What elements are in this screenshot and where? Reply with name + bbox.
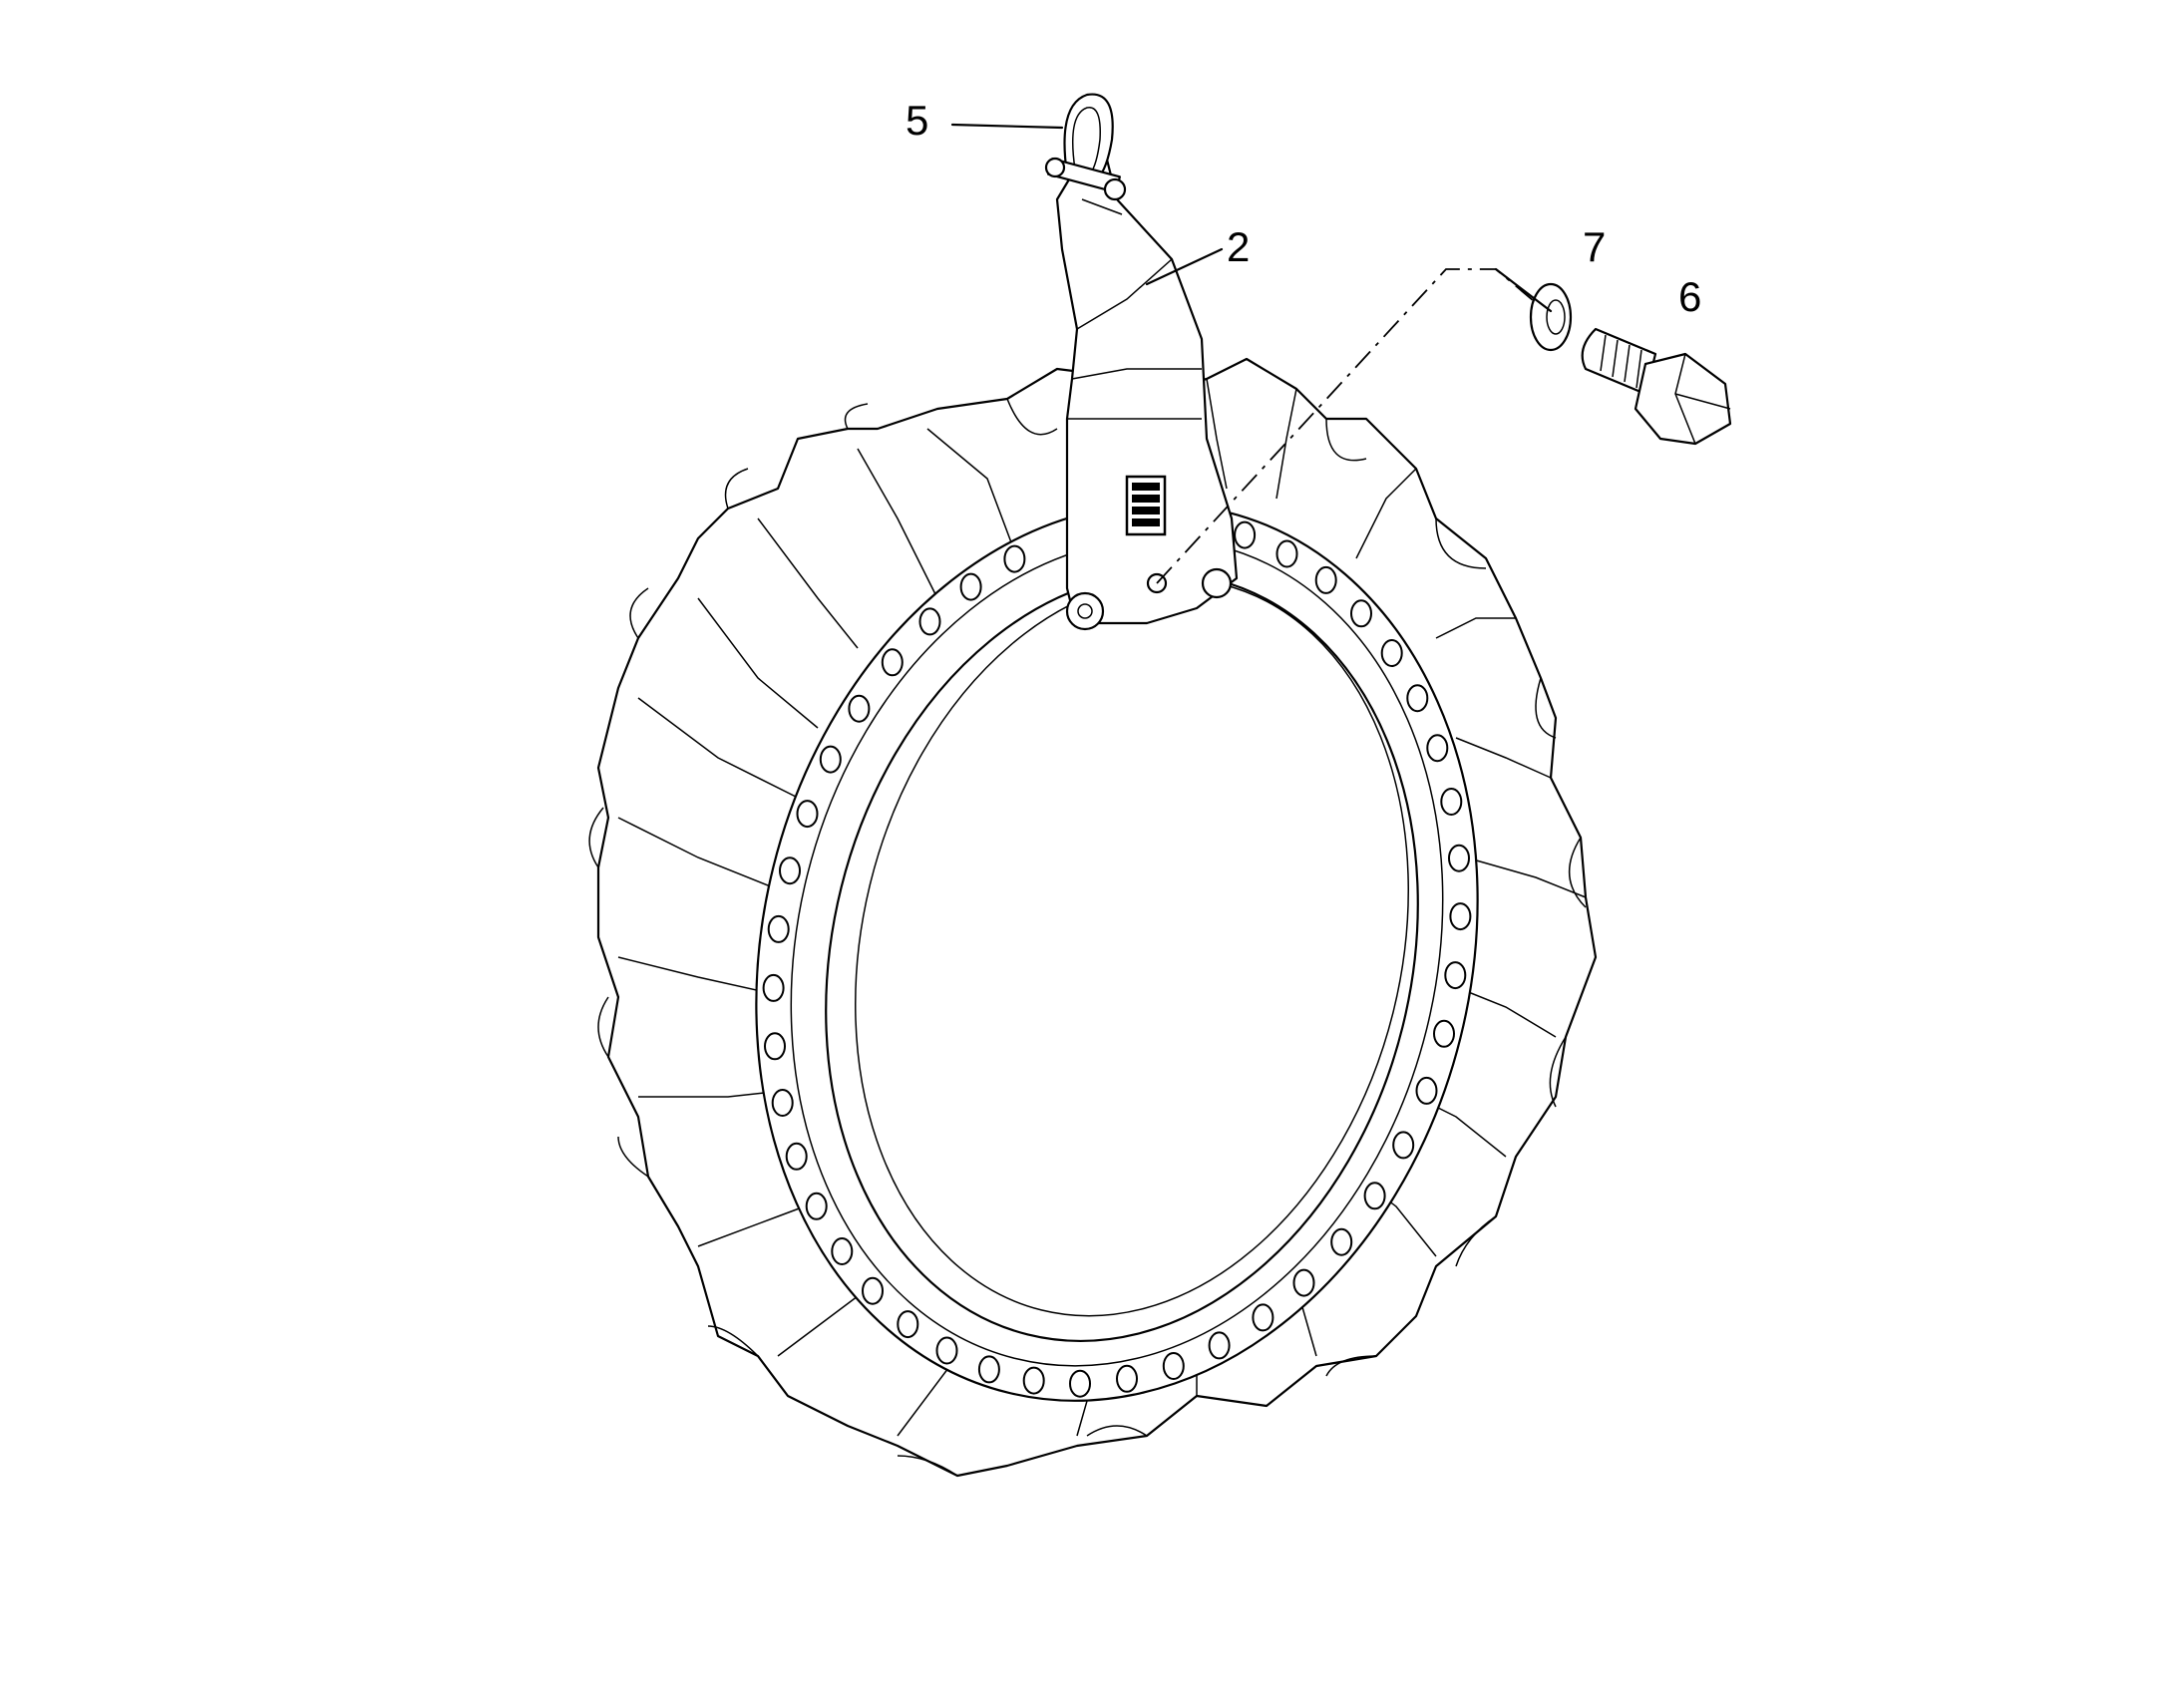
bolt-hole bbox=[977, 1355, 1000, 1384]
callout-6: 6 bbox=[1678, 273, 1701, 320]
bolt-hole bbox=[918, 607, 941, 636]
bolt-hole bbox=[1275, 539, 1298, 568]
bolt bbox=[1581, 327, 1732, 446]
bolt-hole bbox=[1234, 520, 1257, 549]
callout-5: 5 bbox=[906, 97, 928, 144]
leader-5 bbox=[950, 123, 1064, 130]
bolt-hole bbox=[1448, 844, 1470, 872]
shackle bbox=[1044, 93, 1127, 201]
bolt-hex-head bbox=[1634, 352, 1732, 446]
bolt-hole bbox=[1208, 1331, 1231, 1360]
bolt-hole bbox=[1440, 788, 1463, 816]
bolt-hole bbox=[831, 1237, 854, 1265]
bolt-hole bbox=[767, 914, 790, 943]
bolt-hole bbox=[1380, 639, 1403, 667]
bolt-hole bbox=[1116, 1364, 1138, 1393]
bolt-hole bbox=[771, 1089, 794, 1117]
bolt-hole bbox=[796, 800, 819, 829]
callout-7: 7 bbox=[1583, 223, 1606, 270]
lifting-bracket-plate bbox=[1055, 158, 1239, 625]
bolt-hole bbox=[1415, 1076, 1438, 1105]
bolt-hole bbox=[779, 856, 801, 885]
shackle-bow bbox=[1063, 93, 1114, 181]
bolt-hole bbox=[764, 1032, 786, 1061]
bolt-hole bbox=[1330, 1227, 1353, 1256]
sprocket-segment-ring bbox=[588, 357, 1598, 1478]
bolt-hole bbox=[1022, 1366, 1045, 1395]
bolt-hole bbox=[1449, 902, 1472, 931]
bolt-hole bbox=[1363, 1182, 1386, 1210]
bolt-hole bbox=[848, 694, 871, 723]
bolt-hole bbox=[1003, 544, 1026, 573]
bracket-pivot-pin bbox=[1065, 591, 1105, 631]
bolt-hole bbox=[862, 1276, 884, 1305]
bolt-hole bbox=[1162, 1352, 1185, 1380]
washer bbox=[1529, 282, 1573, 352]
bolt-hole bbox=[935, 1336, 958, 1365]
bolt-hole bbox=[1426, 734, 1449, 763]
bolt-hole bbox=[1252, 1303, 1274, 1332]
callout-leaders bbox=[950, 123, 1553, 313]
bolt-hole bbox=[1350, 599, 1372, 628]
bolt-hole bbox=[959, 572, 982, 601]
washer-body bbox=[1529, 282, 1573, 352]
bolt-hole bbox=[1444, 961, 1467, 990]
bolt-hole bbox=[785, 1142, 808, 1171]
assembly-centerline bbox=[1156, 268, 1547, 584]
bolt-hole bbox=[1406, 684, 1429, 713]
bolt-hole bbox=[762, 973, 785, 1002]
bolt-hole bbox=[1292, 1268, 1315, 1297]
bolt-hole bbox=[1392, 1131, 1415, 1160]
leader-2 bbox=[1145, 247, 1224, 286]
bolt-hole bbox=[1314, 565, 1337, 594]
bolt-hole bbox=[1069, 1369, 1091, 1398]
bolt-hole bbox=[819, 745, 842, 774]
callout-2: 2 bbox=[1227, 223, 1250, 270]
bolt-hole-circle bbox=[762, 520, 1472, 1398]
bolt-hole bbox=[805, 1192, 828, 1220]
bolt-hole bbox=[897, 1310, 919, 1339]
bolt-hole bbox=[1433, 1019, 1455, 1048]
bolt-hole bbox=[881, 648, 904, 677]
leader-7 bbox=[1494, 267, 1553, 313]
lifting-bracket bbox=[1055, 158, 1239, 631]
